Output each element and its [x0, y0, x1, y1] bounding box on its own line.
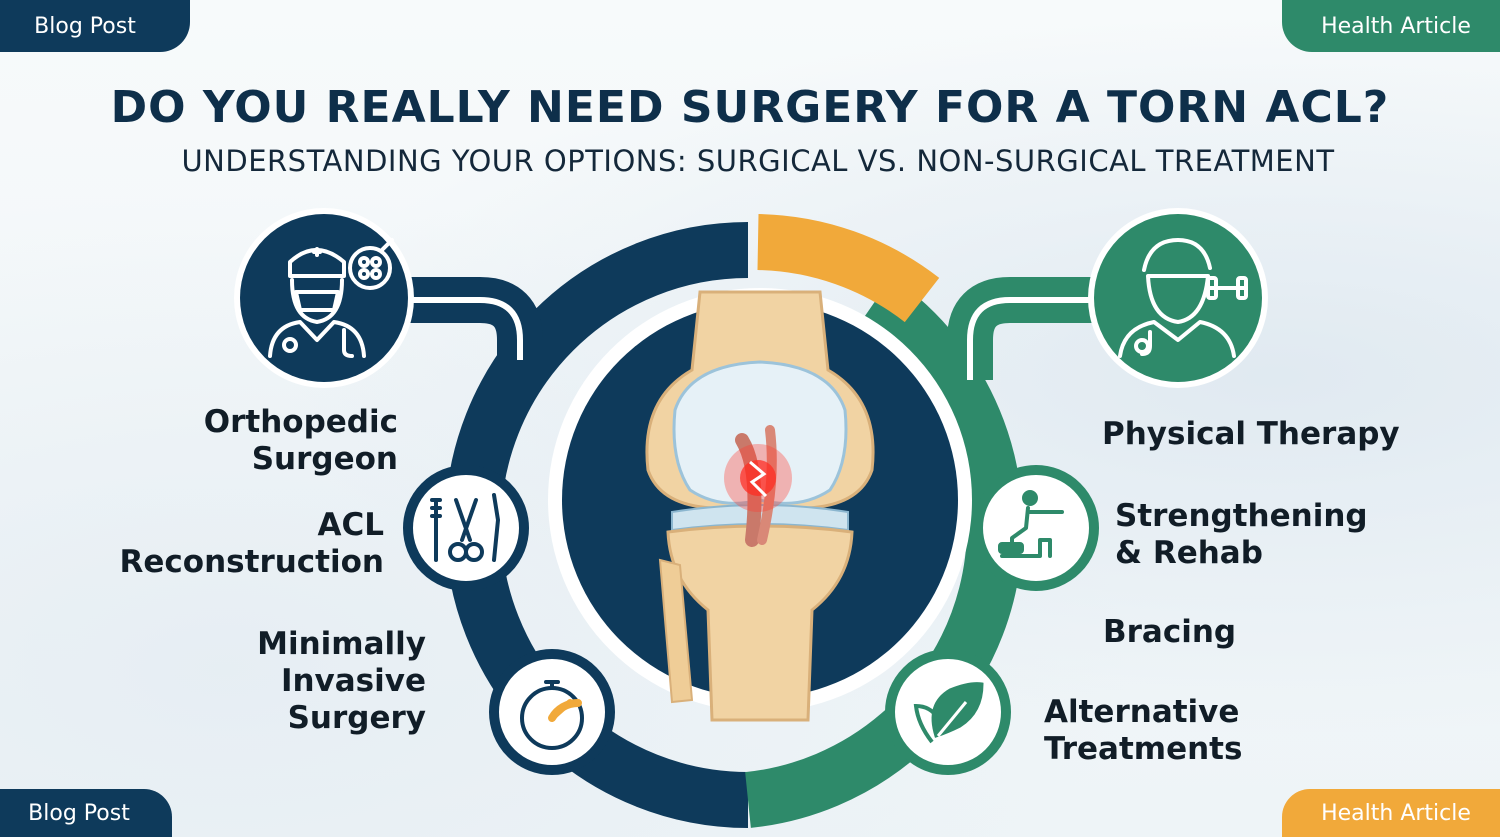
- page-title: DO YOU REALLY NEED SURGERY FOR A TORN AC…: [110, 82, 1390, 133]
- label-line: Physical Therapy: [1102, 416, 1400, 452]
- label-line: Surgeon: [251, 441, 398, 477]
- label-orthopedic-surgeon: Orthopedic Surgeon: [150, 404, 398, 478]
- badge-health-article-top: Health Article: [1282, 0, 1500, 52]
- label-acl-reconstruction: ACL Reconstruction: [80, 507, 384, 581]
- badge-health-article-bottom: Health Article: [1282, 789, 1500, 837]
- non-surgical-connector: [947, 277, 1110, 380]
- badge-blog-post-top: Blog Post: [0, 0, 190, 52]
- leaf-icon: [913, 682, 984, 744]
- badge-blog-post-bottom: Blog Post: [0, 789, 172, 837]
- label-line: ACL: [317, 507, 385, 543]
- accent-arc: [756, 214, 940, 323]
- label-bracing: Bracing: [1103, 614, 1303, 651]
- label-line: Strengthening: [1115, 498, 1368, 534]
- label-line: Reconstruction: [119, 544, 384, 580]
- surgeon-icon: [268, 238, 394, 358]
- label-line: Alternative: [1044, 694, 1240, 730]
- exercise-icon: [998, 490, 1064, 558]
- torn-acl-knee-icon: [645, 290, 875, 722]
- label-line: Treatments: [1044, 731, 1243, 767]
- label-minimally-invasive-surgery: Minimally Invasive Surgery: [200, 626, 426, 737]
- label-line: Bracing: [1103, 614, 1237, 650]
- surgical-tools-icon: [430, 493, 500, 562]
- label-alternative-treatments: Alternative Treatments: [1044, 694, 1304, 768]
- label-physical-therapy: Physical Therapy: [1102, 416, 1422, 453]
- label-line: Invasive: [280, 663, 426, 699]
- surgical-connector: [400, 277, 543, 360]
- page-subtitle: UNDERSTANDING YOUR OPTIONS: SURGICAL VS.…: [181, 144, 1335, 178]
- stopwatch-icon: [520, 680, 584, 750]
- label-line: Minimally: [257, 626, 426, 662]
- label-strengthening-rehab: Strengthening & Rehab: [1115, 498, 1415, 572]
- label-line: & Rehab: [1115, 535, 1263, 571]
- label-line: Orthopedic: [203, 404, 398, 440]
- therapist-icon: [1118, 238, 1248, 358]
- label-line: Surgery: [287, 700, 426, 736]
